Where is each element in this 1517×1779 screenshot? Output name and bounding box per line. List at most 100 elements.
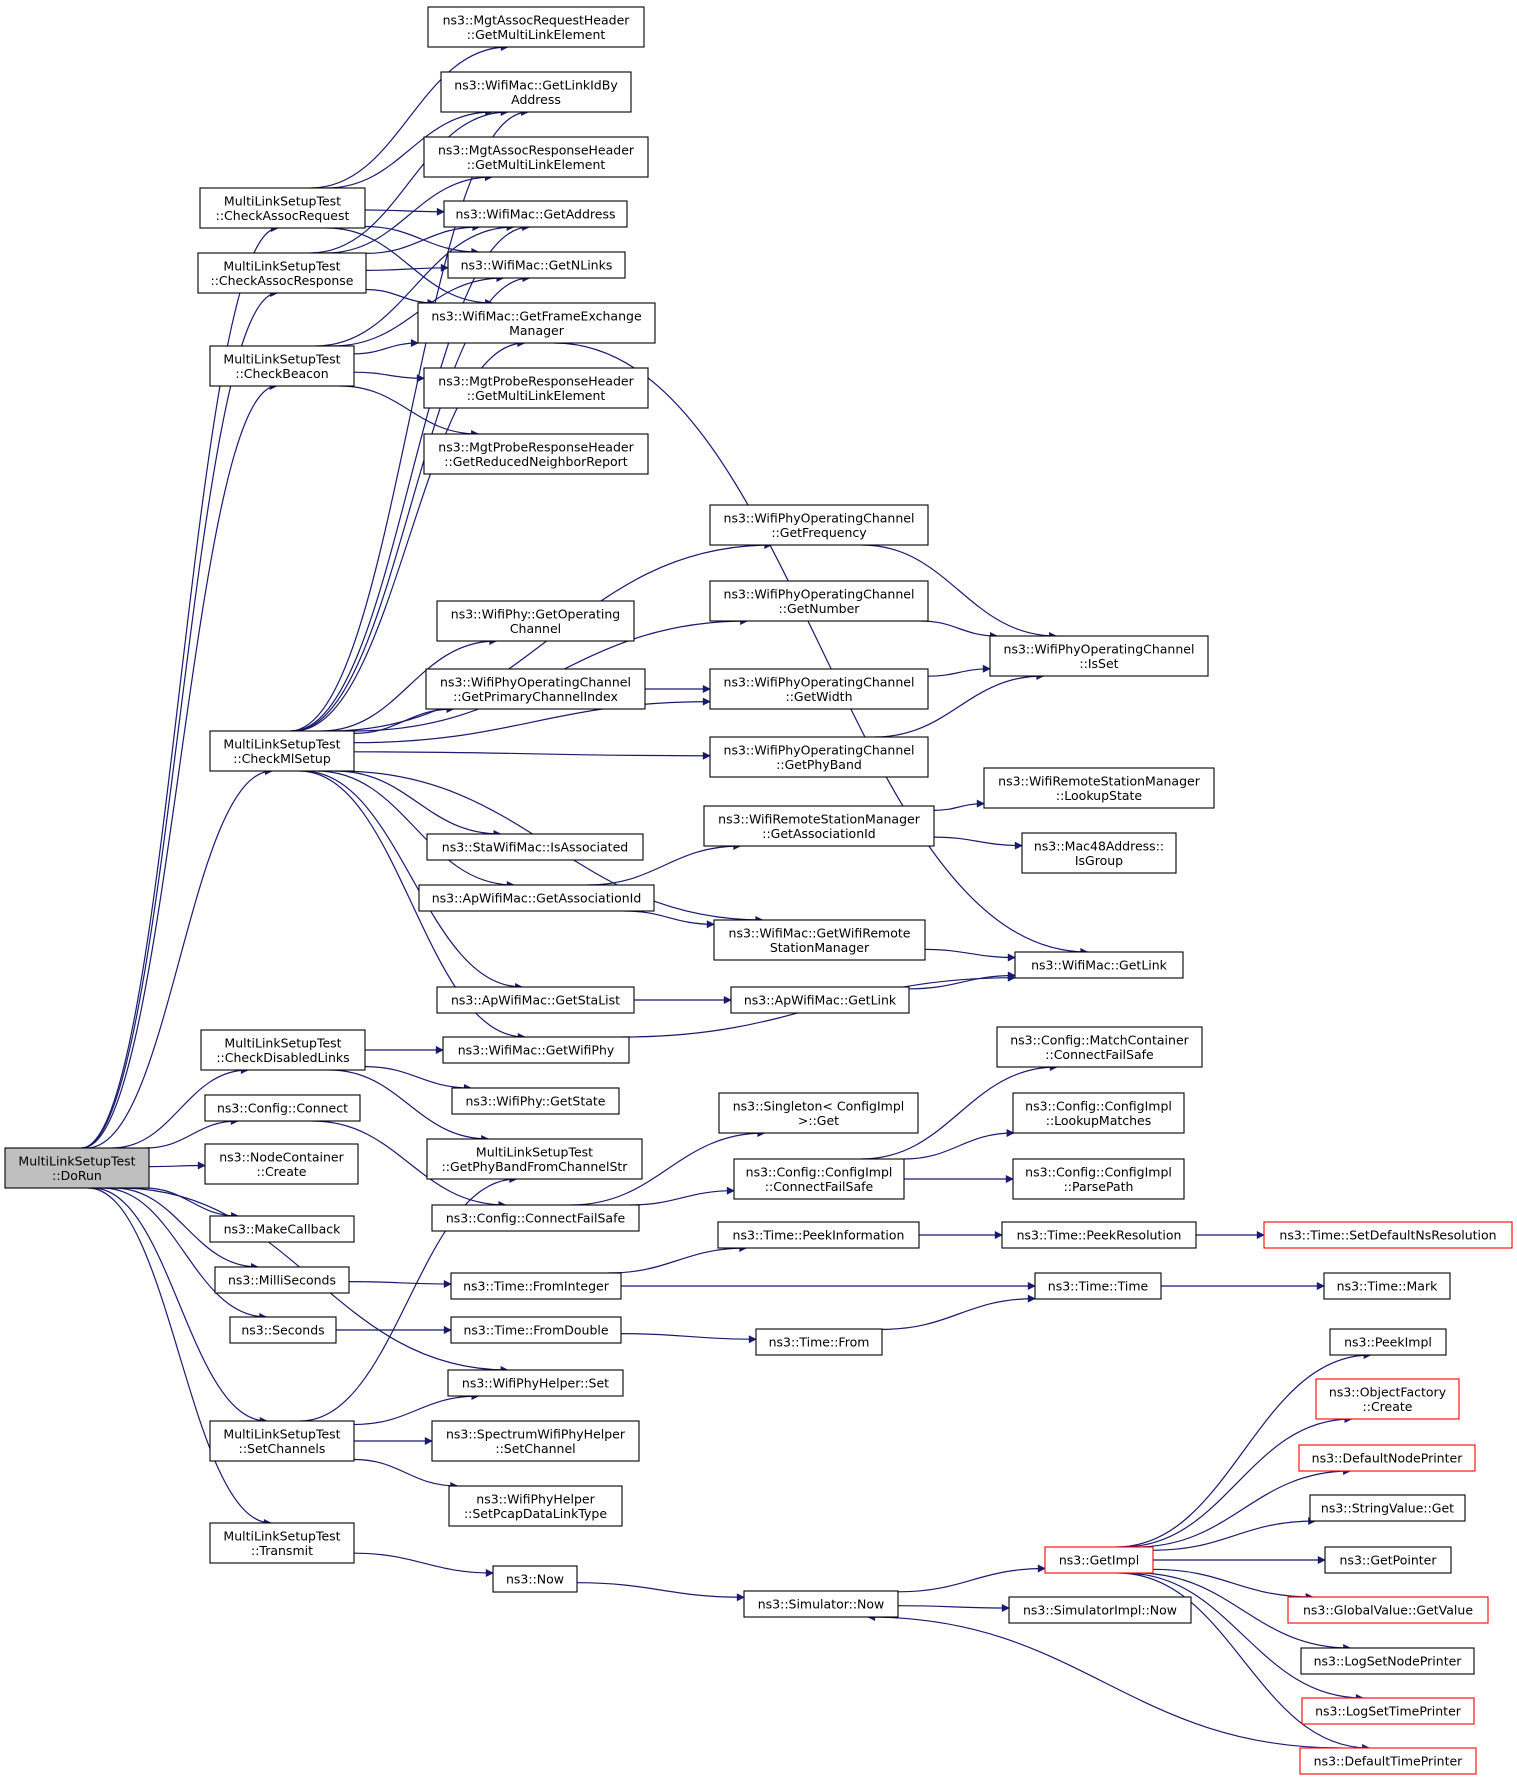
edge-dorun-to-nc_create [148, 1161, 206, 1170]
node-peekimpl[interactable]: ns3::PeekImpl [1329, 1328, 1447, 1356]
node-box [996, 1026, 1203, 1068]
node-setchannels[interactable]: MultiLinkSetupTest::SetChannels [209, 1420, 355, 1462]
node-oc-num[interactable]: ns3::WifiPhyOperatingChannel::GetNumber [709, 580, 929, 622]
node-phyhelper-pcap[interactable]: ns3::WifiPhyHelper::SetPcapDataLinkType [448, 1485, 623, 1527]
node-objfactory[interactable]: ns3::ObjectFactory::Create [1315, 1378, 1460, 1420]
node-rsm-aid[interactable]: ns3::WifiRemoteStationManager::GetAssoci… [703, 805, 935, 847]
node-gv-getvalue[interactable]: ns3::GlobalValue::GetValue [1287, 1596, 1489, 1624]
node-deftimeprinter[interactable]: ns3::DefaultTimePrinter [1299, 1747, 1477, 1775]
node-label-line: ns3::WifiPhyOperatingChannel [724, 674, 915, 689]
node-cfgimpl-parse[interactable]: ns3::Config::ConfigImpl::ParsePath [1012, 1158, 1185, 1200]
node-mgtreq-ml[interactable]: ns3::MgtAssocRequestHeader::GetMultiLink… [427, 6, 645, 48]
node-getnlinks[interactable]: ns3::WifiMac::GetNLinks [447, 251, 626, 279]
node-label-line: ns3::Config::ConfigImpl [746, 1164, 893, 1179]
node-logsetnode[interactable]: ns3::LogSetNodePrinter [1300, 1647, 1475, 1675]
node-seconds[interactable]: ns3::Seconds [229, 1316, 337, 1344]
node-phy-getstate[interactable]: ns3::WifiPhy::GetState [451, 1087, 620, 1115]
node-getpointer[interactable]: ns3::GetPointer [1324, 1546, 1452, 1574]
node-cfgimpl-lookup[interactable]: ns3::Config::ConfigImpl::LookupMatches [1012, 1092, 1185, 1134]
node-label-line: IsGroup [1075, 853, 1123, 868]
node-transmit[interactable]: MultiLinkSetupTest::Transmit [209, 1522, 355, 1564]
node-box [431, 1204, 640, 1232]
node-time-from[interactable]: ns3::Time::From [755, 1328, 883, 1356]
node-getimpl[interactable]: ns3::GetImpl [1044, 1546, 1154, 1574]
edges-layer [81, 43, 1372, 1752]
node-box [709, 504, 929, 546]
node-oc-primidx[interactable]: ns3::WifiPhyOperatingChannel::GetPrimary… [425, 668, 646, 710]
node-oc-band[interactable]: ns3::WifiPhyOperatingChannel::GetPhyBand [709, 736, 929, 778]
edge-chkreq-to-getfem [326, 227, 494, 307]
node-ap-getlink[interactable]: ns3::ApWifiMac::GetLink [730, 986, 910, 1014]
node-ap-stalist[interactable]: ns3::ApWifiMac::GetStaList [436, 986, 635, 1014]
edge-chkreq-to-getlinkid [326, 108, 494, 189]
node-mac-getrsm[interactable]: ns3::WifiMac::GetWifiRemoteStationManage… [713, 919, 926, 961]
node-simimpl-now[interactable]: ns3::SimulatorImpl::Now [1008, 1596, 1192, 1624]
node-box [204, 1094, 361, 1122]
node-spec-setch[interactable]: ns3::SpectrumWifiPhyHelper::SetChannel [431, 1420, 640, 1462]
node-chkbeacon[interactable]: MultiLinkSetupTest::CheckBeacon [209, 345, 355, 387]
node-phyhelper-set[interactable]: ns3::WifiPhyHelper::Set [447, 1369, 624, 1397]
node-rsm-lookup[interactable]: ns3::WifiRemoteStationManager::LookupSta… [983, 767, 1215, 809]
node-mgtprobe-ml[interactable]: ns3::MgtProbeResponseHeader::GetMultiLin… [423, 367, 649, 409]
edge-oc_freq-to-oc_isset [861, 544, 1058, 640]
node-time-time[interactable]: ns3::Time::Time [1034, 1272, 1162, 1300]
node-millis[interactable]: ns3::MilliSeconds [214, 1266, 350, 1294]
node-cfgimpl-cfs[interactable]: ns3::Config::ConfigImpl::ConnectFailSafe [733, 1158, 905, 1200]
node-mgtprobe-rnr[interactable]: ns3::MgtProbeResponseHeader::GetReducedN… [423, 433, 649, 475]
node-oc-isset[interactable]: ns3::WifiPhyOperatingChannel::IsSet [989, 635, 1209, 677]
node-label-line: ns3::StaWifiMac::IsAssociated [442, 840, 628, 855]
node-box [214, 1266, 350, 1294]
node-cfg-connect[interactable]: ns3::Config::Connect [204, 1094, 361, 1122]
node-label-line: ns3::WifiMac::GetLinkIdBy [454, 77, 618, 92]
node-box [717, 1221, 920, 1249]
node-label-line: ns3::StringValue::Get [1321, 1501, 1454, 1516]
node-label-line: ns3::WifiMac::GetLink [1031, 958, 1168, 973]
node-time-fromdbl[interactable]: ns3::Time::FromDouble [450, 1316, 622, 1344]
node-time-setdef[interactable]: ns3::Time::SetDefaultNsResolution [1263, 1221, 1513, 1249]
edge-dorun-to-transmit [87, 1187, 272, 1527]
node-cfg-mc-cfs[interactable]: ns3::Config::MatchContainer::ConnectFail… [996, 1026, 1203, 1068]
node-mgtresp-ml[interactable]: ns3::MgtAssocResponseHeader::GetMultiLin… [423, 136, 649, 178]
node-oc-width[interactable]: ns3::WifiPhyOperatingChannel::GetWidth [709, 668, 929, 710]
node-label-line: ns3::WifiRemoteStationManager [998, 773, 1201, 788]
node-time-peekinfo[interactable]: ns3::Time::PeekInformation [717, 1221, 920, 1249]
node-box [1299, 1747, 1477, 1775]
node-now[interactable]: ns3::Now [492, 1565, 578, 1593]
node-mac-getphy[interactable]: ns3::WifiMac::GetWifiPhy [442, 1036, 630, 1064]
edge-time_fromdbl-to-time_from [620, 1333, 757, 1344]
node-strval-get[interactable]: ns3::StringValue::Get [1309, 1494, 1466, 1522]
node-defnodeprinter[interactable]: ns3::DefaultNodePrinter [1298, 1444, 1476, 1472]
node-logsettime[interactable]: ns3::LogSetTimePrinter [1301, 1697, 1475, 1725]
node-oc-freq[interactable]: ns3::WifiPhyOperatingChannel::GetFrequen… [709, 504, 929, 546]
node-label-line: ::IsSet [1079, 656, 1118, 671]
node-chkreq[interactable]: MultiLinkSetupTest::CheckAssocRequest [199, 187, 366, 229]
node-makecb[interactable]: ns3::MakeCallback [209, 1215, 355, 1243]
node-singleton-get[interactable]: ns3::Singleton< ConfigImpl>::Get [718, 1092, 919, 1134]
node-mac48-isgroup[interactable]: ns3::Mac48Address::IsGroup [1021, 832, 1177, 874]
node-time-fromint[interactable]: ns3::Time::FromInteger [450, 1272, 622, 1300]
node-ap-aid[interactable]: ns3::ApWifiMac::GetAssociationId [418, 884, 655, 912]
node-box [1021, 832, 1177, 874]
node-getaddr[interactable]: ns3::WifiMac::GetAddress [443, 200, 628, 228]
node-box [1329, 1328, 1447, 1356]
node-nc-create[interactable]: ns3::NodeContainer::Create [204, 1143, 359, 1185]
node-chkresp[interactable]: MultiLinkSetupTest::CheckAssocResponse [197, 252, 367, 294]
edge-time_from-to-time_time [881, 1294, 1036, 1330]
node-chkml[interactable]: MultiLinkSetupTest::CheckMlSetup [209, 730, 355, 772]
node-mac-getlink[interactable]: ns3::WifiMac::GetLink [1014, 951, 1184, 979]
edge-cfg_cfs-to-singleton_get [570, 1129, 766, 1206]
node-time-peekres[interactable]: ns3::Time::PeekResolution [1001, 1221, 1197, 1249]
node-cfg-cfs[interactable]: ns3::Config::ConnectFailSafe [431, 1204, 640, 1232]
node-time-mark[interactable]: ns3::Time::Mark [1323, 1272, 1451, 1300]
node-sim-now[interactable]: ns3::Simulator::Now [743, 1590, 899, 1618]
node-label-line: ::GetWidth [785, 689, 852, 704]
node-box [448, 1485, 623, 1527]
node-sta-isassoc[interactable]: ns3::StaWifiMac::IsAssociated [426, 833, 644, 861]
node-getband[interactable]: MultiLinkSetupTest::GetPhyBandFromChanne… [426, 1138, 643, 1180]
node-chkdis[interactable]: MultiLinkSetupTest::CheckDisabledLinks [200, 1029, 366, 1071]
node-dorun[interactable]: MultiLinkSetupTest::DoRun [4, 1147, 150, 1189]
node-label-line: ns3::ObjectFactory [1329, 1384, 1447, 1399]
